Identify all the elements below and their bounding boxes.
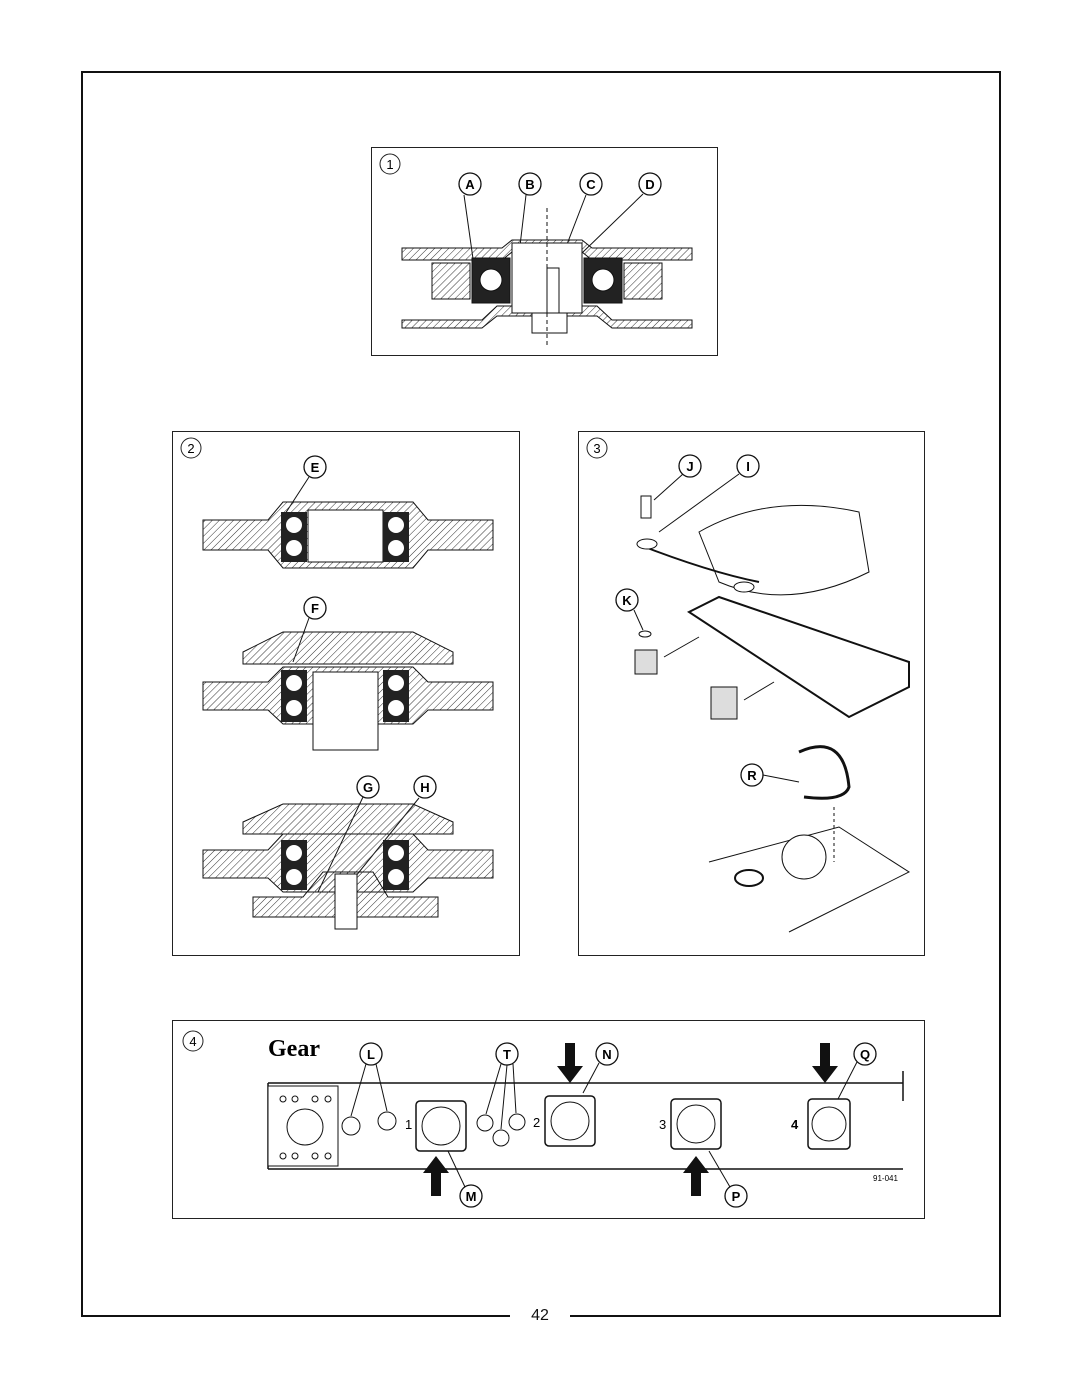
svg-text:P: P xyxy=(732,1189,741,1204)
arrow-down-q xyxy=(812,1043,838,1083)
svg-text:B: B xyxy=(525,177,534,192)
svg-text:R: R xyxy=(747,768,757,783)
figure-4-illustration: 4 Gear L T N Q M P 1 2 3 4 91-041 xyxy=(182,1030,904,1208)
arrow-down-n xyxy=(557,1043,583,1083)
station-label-1: 1 xyxy=(405,1117,412,1132)
callout-r: R xyxy=(740,763,764,787)
svg-text:F: F xyxy=(311,601,319,616)
figure-2-number: 2 xyxy=(187,441,194,456)
figure-1: 1 A B C D xyxy=(371,147,718,356)
figure-2-illustration: 2 E F G H xyxy=(180,437,494,930)
arrow-up-p xyxy=(683,1156,709,1196)
svg-text:D: D xyxy=(645,177,654,192)
figure-1-number: 1 xyxy=(386,157,393,172)
svg-text:E: E xyxy=(311,460,320,475)
svg-text:N: N xyxy=(602,1047,611,1062)
figure-4-number: 4 xyxy=(189,1034,196,1049)
arrow-up-m xyxy=(423,1156,449,1196)
callout-a: A xyxy=(458,172,482,196)
callout-g: G xyxy=(356,775,380,799)
figure-1-illustration: 1 A B C D xyxy=(379,153,693,348)
figure-3-number: 3 xyxy=(593,441,600,456)
callout-b: B xyxy=(518,172,542,196)
svg-text:M: M xyxy=(466,1189,477,1204)
svg-text:G: G xyxy=(363,780,373,795)
callout-p: P xyxy=(724,1184,748,1208)
svg-text:T: T xyxy=(503,1047,511,1062)
station-label-4: 4 xyxy=(791,1117,799,1132)
station-label-2: 2 xyxy=(533,1115,540,1130)
figure-3: 3 J I K R xyxy=(578,431,925,956)
callout-d: D xyxy=(638,172,662,196)
callout-n: N xyxy=(595,1042,619,1066)
callout-j: J xyxy=(678,454,702,478)
figure-3-illustration: 3 J I K R xyxy=(586,437,911,933)
reference-code: 91-041 xyxy=(873,1174,898,1183)
callout-f: F xyxy=(303,596,327,620)
callout-c: C xyxy=(579,172,603,196)
figure-4: 4 Gear L T N Q M P 1 2 3 4 91-041 xyxy=(172,1020,925,1219)
callout-i: I xyxy=(736,454,760,478)
svg-text:J: J xyxy=(686,459,693,474)
svg-text:I: I xyxy=(746,459,750,474)
callout-h: H xyxy=(413,775,437,799)
figure-2: 2 E F G H xyxy=(172,431,520,956)
figure-4-title: Gear xyxy=(268,1036,320,1062)
callout-k: K xyxy=(615,588,639,612)
svg-text:C: C xyxy=(586,177,596,192)
svg-text:A: A xyxy=(465,177,475,192)
station-label-3: 3 xyxy=(659,1117,666,1132)
svg-text:H: H xyxy=(420,780,429,795)
svg-text:L: L xyxy=(367,1047,375,1062)
callout-q: Q xyxy=(853,1042,877,1066)
callout-t: T xyxy=(495,1042,519,1066)
page-number: 42 xyxy=(510,1303,570,1329)
svg-text:Q: Q xyxy=(860,1047,870,1062)
svg-text:K: K xyxy=(622,593,632,608)
callout-m: M xyxy=(459,1184,483,1208)
callout-e: E xyxy=(303,455,327,479)
callout-l: L xyxy=(359,1042,383,1066)
